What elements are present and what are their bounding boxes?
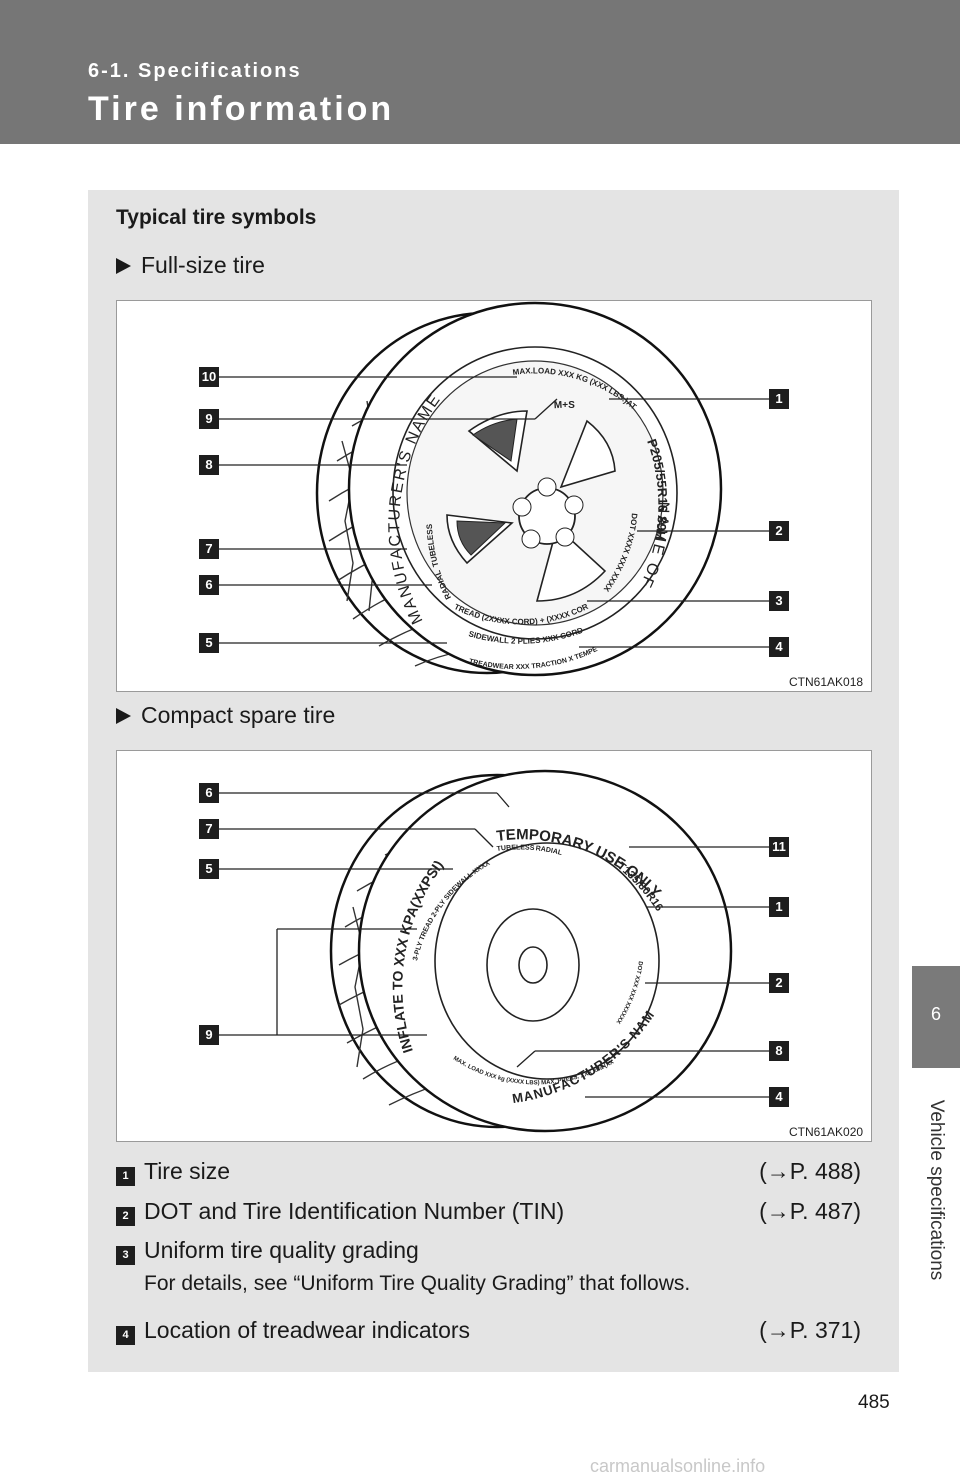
legend-number-3: 3: [116, 1246, 135, 1265]
full-size-tire-figure: M+S P205/55R16 89H MAX.LOAD XXX KG (XXX …: [116, 300, 872, 692]
spare-callout-9: 9: [199, 1025, 219, 1045]
spare-radial-text: RADIAL: [535, 845, 563, 857]
legend-item-tire-size: 1 Tire size (→P. 488): [116, 1158, 861, 1186]
legend-text-1: Tire size: [144, 1158, 231, 1184]
compact-spare-label: Compact spare tire: [141, 702, 336, 728]
quality-grading-note: For details, see “Uniform Tire Quality G…: [144, 1272, 691, 1295]
full-size-mud-snow-text: M+S: [554, 400, 576, 411]
full-size-figure-code: CTN61AK018: [789, 675, 864, 689]
legend-item-quality-grading: 3 Uniform tire quality grading: [116, 1237, 861, 1265]
full-size-callout-2: 2: [769, 521, 789, 541]
legend-text-2: DOT and Tire Identification Number (TIN): [144, 1198, 565, 1224]
spare-callout-5: 5: [199, 859, 219, 879]
full-size-callout-3: 3: [769, 591, 789, 611]
page-reference-link[interactable]: (→P. 371): [759, 1317, 861, 1343]
section-heading: Typical tire symbols: [116, 206, 317, 229]
full-size-label: Full-size tire: [141, 252, 265, 278]
page-header: 6-1. Specifications Tire information: [0, 0, 960, 144]
spare-callout-6: 6: [199, 783, 219, 803]
chapter-number: 6: [930, 1004, 941, 1024]
page-reference-link[interactable]: (→P. 487): [759, 1198, 861, 1224]
section-label: 6-1. Specifications: [88, 60, 302, 82]
full-size-callout-8: 8: [199, 455, 219, 475]
legend-item-dot-tin: 2 DOT and Tire Identification Number (TIN…: [116, 1198, 861, 1226]
full-size-callout-7: 7: [199, 539, 219, 559]
spare-tubeless-text: TUBELESS: [496, 844, 535, 853]
legend-text-4: Location of treadwear indicators: [144, 1317, 471, 1343]
compact-spare-tire-figure: TEMPORARY USE ONLY T135/80R16 101M INFLA…: [116, 750, 872, 1142]
chapter-title: Vehicle specifications: [926, 1099, 947, 1281]
page-reference-link[interactable]: (→P. 488): [759, 1158, 861, 1184]
legend-item-treadwear-indicators: 4 Location of treadwear indicators (→P. 37…: [116, 1317, 861, 1345]
compact-spare-bullet: Compact spare tire: [116, 702, 335, 729]
spare-callout-1: 1: [769, 897, 789, 917]
full-size-callout-6: 6: [199, 575, 219, 595]
spare-callout-2: 2: [769, 973, 789, 993]
legend-number-4: 4: [116, 1326, 135, 1345]
full-size-callout-1: 1: [769, 389, 789, 409]
chapter-tab[interactable]: 6: [912, 966, 960, 1068]
full-size-callout-4: 4: [769, 637, 789, 657]
full-size-callout-10: 10: [199, 367, 219, 387]
spare-figure-code: CTN61AK020: [789, 1125, 864, 1139]
legend-number-1: 1: [116, 1167, 135, 1186]
full-size-callout-9: 9: [199, 409, 219, 429]
compact-spare-tire-illustration: TEMPORARY USE ONLY T135/80R16 101M INFLA…: [117, 751, 771, 1133]
triangle-bullet-icon: [116, 258, 131, 274]
spare-callout-8: 8: [769, 1041, 789, 1061]
watermark: carmanualsonline.info: [590, 1456, 766, 1476]
full-size-tire-illustration: M+S P205/55R16 89H MAX.LOAD XXX KG (XXX …: [117, 301, 771, 677]
page-number: 485: [858, 1392, 890, 1413]
triangle-bullet-icon: [116, 708, 131, 724]
spare-callout-4: 4: [769, 1087, 789, 1107]
spare-callout-11: 11: [769, 837, 789, 857]
full-size-callout-5: 5: [199, 633, 219, 653]
chapter-title-vertical: Vehicle specifications: [894, 1080, 960, 1300]
legend-number-2: 2: [116, 1207, 135, 1226]
full-size-bullet: Full-size tire: [116, 252, 265, 279]
page-title: Tire information: [88, 90, 395, 128]
legend-text-3: Uniform tire quality grading: [144, 1237, 419, 1263]
spare-callout-7: 7: [199, 819, 219, 839]
